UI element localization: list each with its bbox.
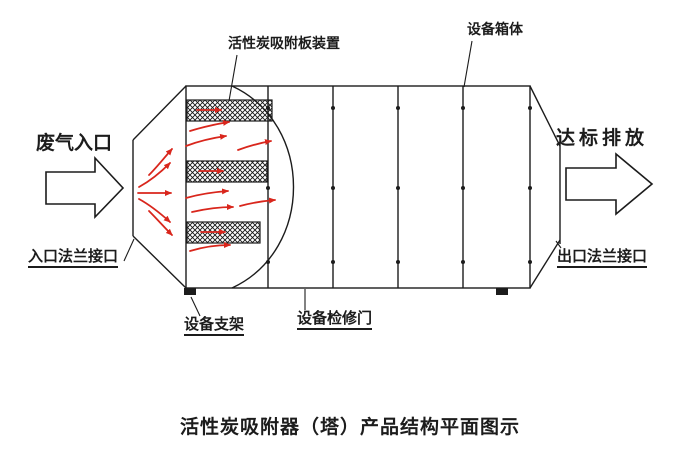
- leader-outlet-flange: [555, 240, 562, 249]
- label-maintenance-door: 设备检修门: [297, 309, 373, 331]
- inlet-cone: [132, 85, 187, 289]
- chamber-dividers: [267, 86, 464, 288]
- label-waste-gas-inlet: 废气入口: [36, 132, 113, 154]
- label-adsorption-plate-device: 活性炭吸附板装置: [228, 36, 340, 52]
- label-compliant-discharge: 达标排放: [556, 127, 649, 149]
- label-outlet-flange: 出口法兰接口: [557, 247, 648, 269]
- label-equipment-box: 设备箱体: [467, 22, 523, 38]
- adsorption-plate-2: [186, 160, 268, 183]
- panel-bolt-dots: [266, 106, 532, 264]
- inlet-block-arrow-icon: [45, 155, 125, 219]
- label-equipment-support: 设备支架: [184, 315, 245, 337]
- leader-adsorption-plate: [228, 54, 238, 102]
- diagram-title: 活性炭吸附器（塔）产品结构平面图示: [179, 416, 520, 438]
- outlet-block-arrow-icon: [565, 152, 654, 216]
- support-foot-right: [496, 288, 508, 295]
- leader-lines: [123, 40, 562, 317]
- leader-equipment-box: [463, 40, 473, 88]
- outlet-cone: [529, 85, 561, 289]
- support-foot-left: [184, 288, 196, 295]
- airflow-arrows-icon: [137, 107, 276, 252]
- leader-inlet-flange: [123, 238, 135, 262]
- leader-support: [190, 296, 201, 317]
- label-inlet-flange: 入口法兰接口: [28, 247, 119, 269]
